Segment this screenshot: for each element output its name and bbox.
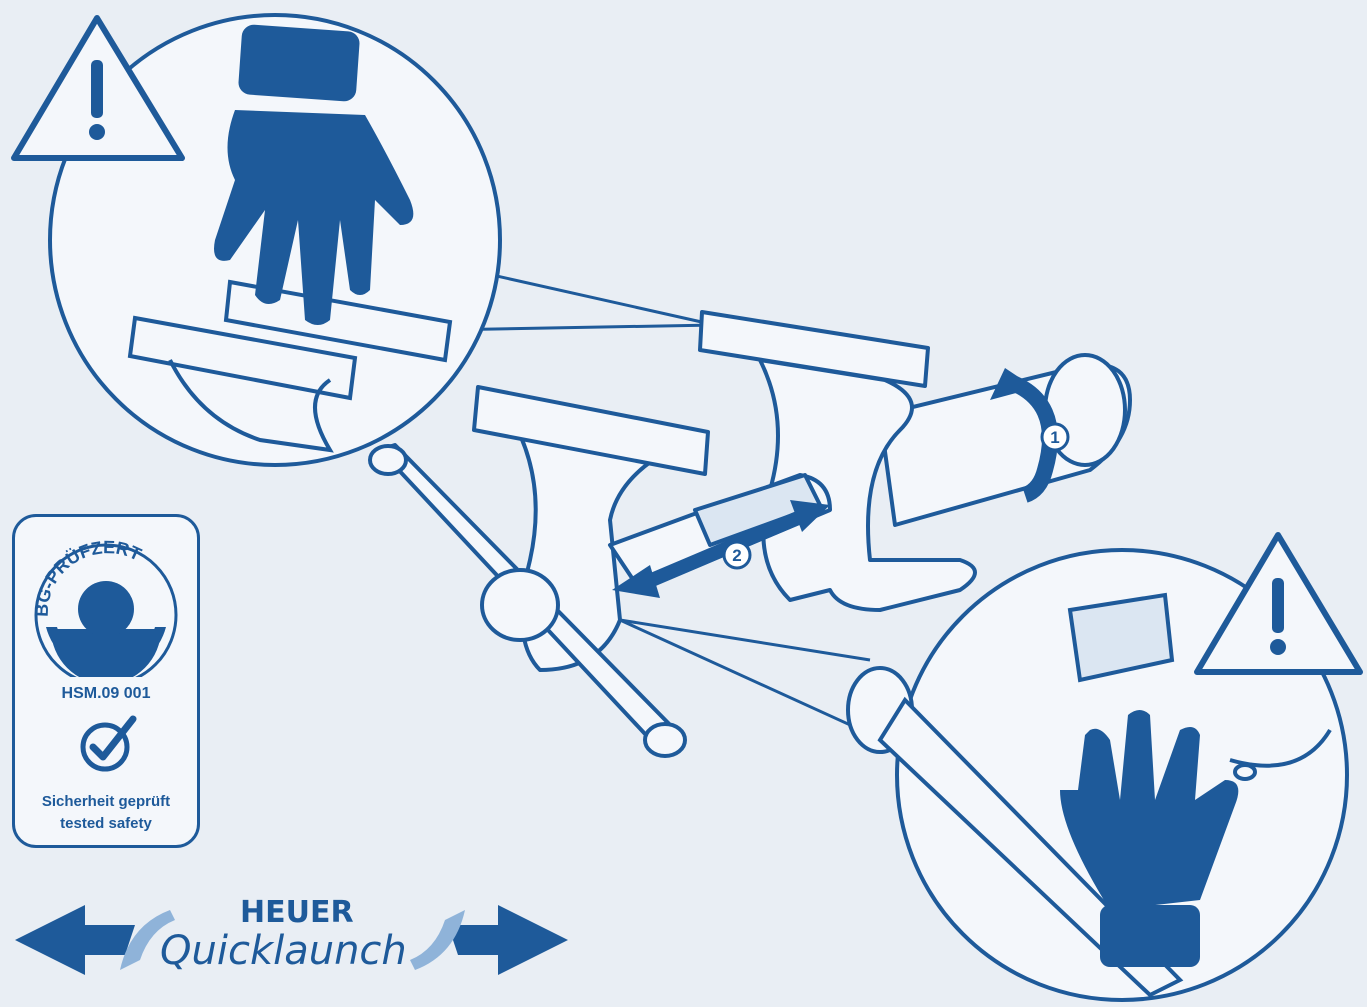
step-1-label: 1 (1050, 428, 1059, 447)
warning-icon (1194, 532, 1363, 675)
certification-seal: BG-PRÜFZERT (32, 537, 178, 677)
rotation-arrow (990, 368, 1070, 503)
certification-badge: BG-PRÜFZERT HSM.09 001 Sicherheit geprüf… (12, 514, 200, 848)
certification-code: HSM.09 001 (61, 685, 151, 702)
safety-text-de: Sicherheit geprüft (41, 793, 171, 810)
zoom-circle-bottom (846, 532, 1363, 1002)
checkmark-icon (80, 715, 137, 772)
hand-icon (1060, 710, 1239, 967)
warning-icon (11, 15, 185, 161)
brand-product: Quicklaunch (160, 928, 407, 974)
safety-text-en: tested safety (60, 815, 152, 832)
brand-arrows (15, 905, 568, 975)
hand-icon (214, 24, 414, 325)
bench-vise (368, 310, 1132, 758)
brand-name: HEUER (240, 895, 354, 930)
zoom-circle-top (11, 13, 502, 467)
traverse-arrow (612, 500, 830, 598)
step-2-label: 2 (732, 546, 741, 565)
